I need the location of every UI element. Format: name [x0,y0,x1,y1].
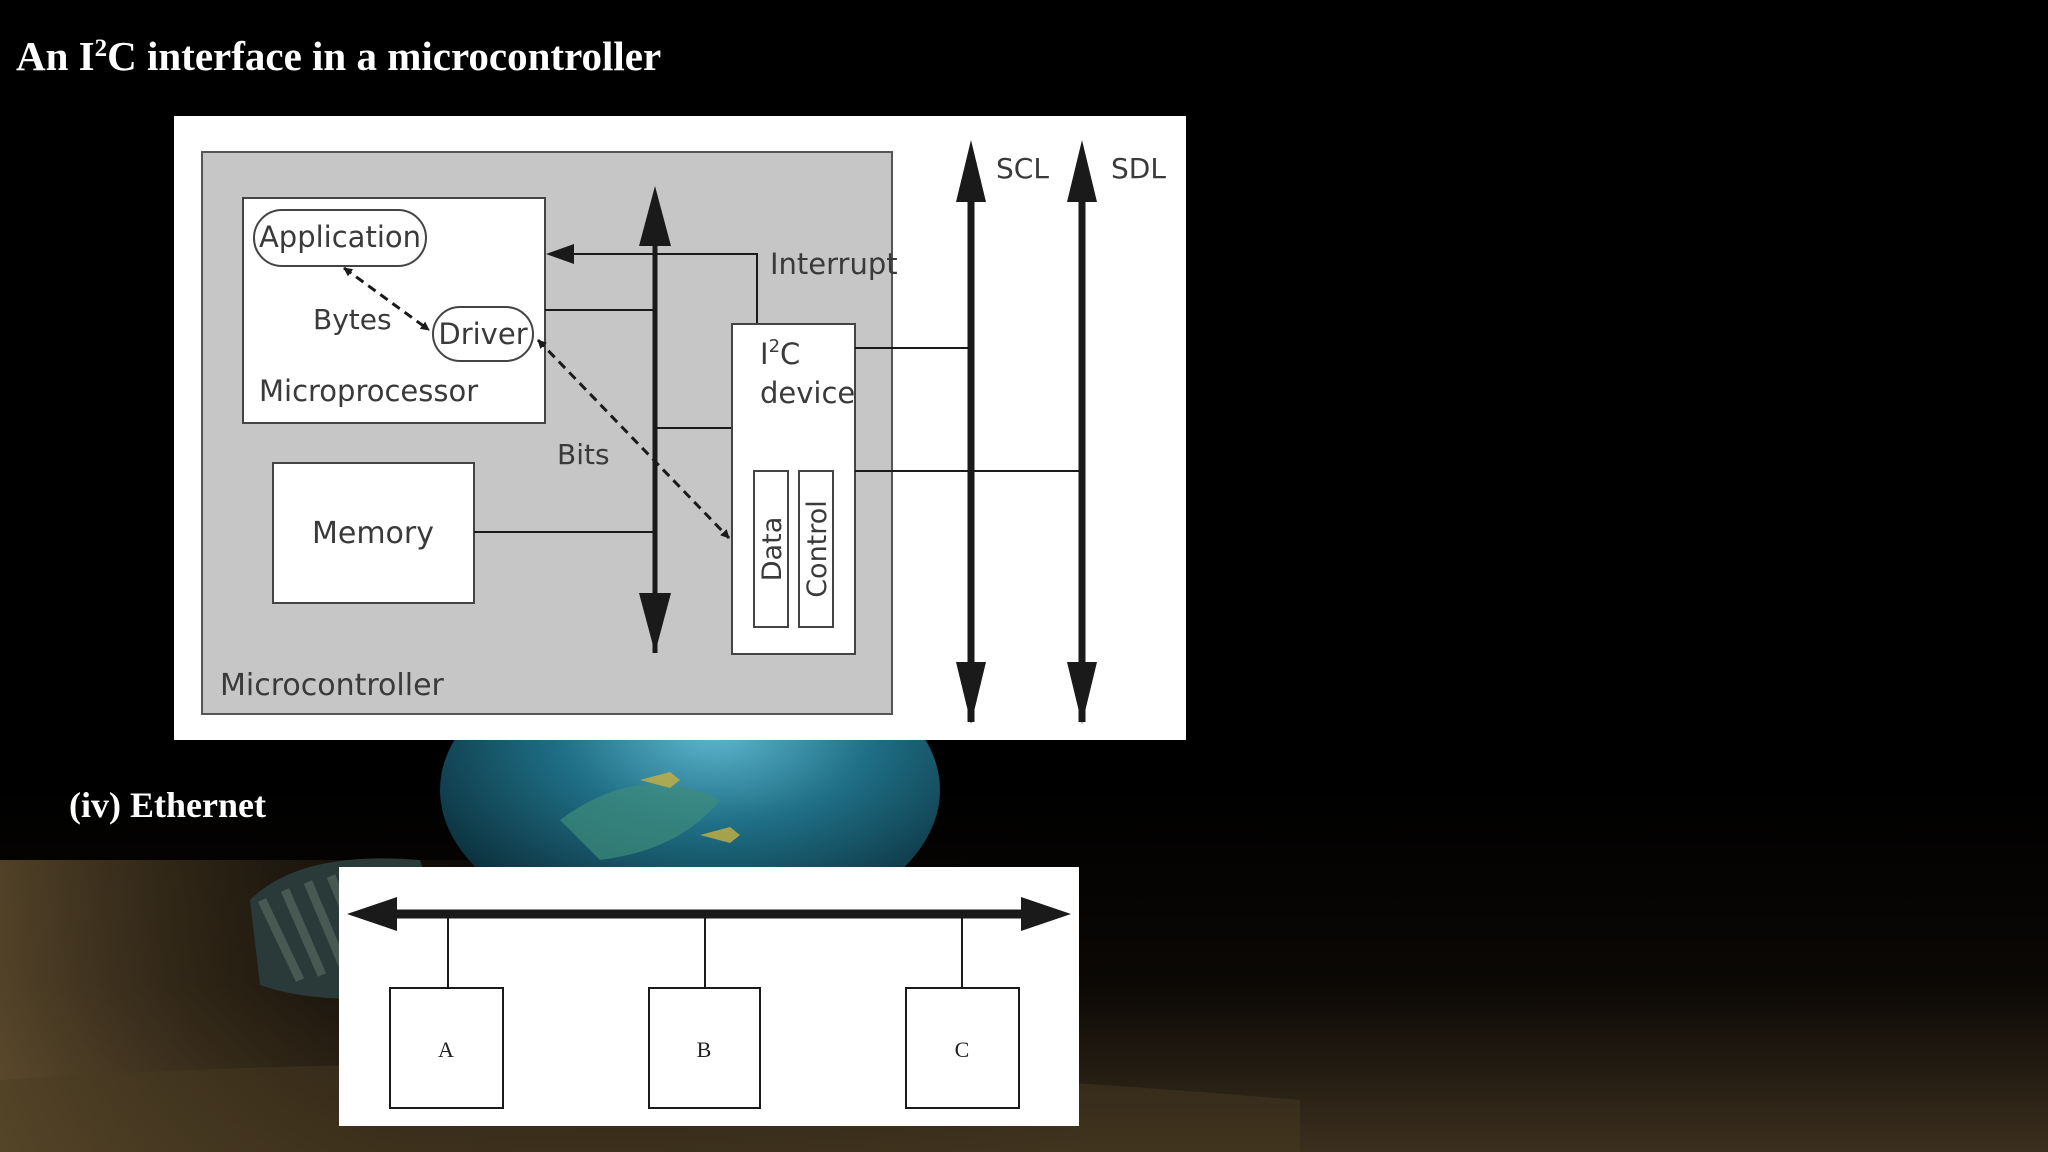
data-register-label: Data [757,517,788,581]
i2c-device-label: I2C [760,336,800,371]
driver-label: Driver [438,317,527,351]
memory-label: Memory [312,516,434,551]
ethernet-diagram: A B C [339,867,1079,1126]
ethernet-bus-arrowhead-left [347,897,397,931]
internal-bus-arrowhead-bottom [639,593,671,653]
scl-arrowhead-bottom [956,662,986,724]
ethernet-bus-arrowhead-right [1021,897,1071,931]
i2c-device-label-rest: C [780,337,800,371]
sdl-arrowhead-top [1067,140,1097,202]
i2c-diagram: Microcontroller Microprocessor Applicati… [174,116,1186,740]
i2c-device-box [731,323,856,655]
data-register-box [753,470,789,628]
internal-bus-arrowhead-top [639,186,671,246]
microcontroller-label: Microcontroller [220,668,445,703]
bits-label: Bits [557,438,610,471]
i2c-device-label-superscript: 2 [769,336,780,357]
slide-title-main: An I [16,33,95,79]
sdl-arrowhead-bottom [1067,662,1097,724]
memory-box [272,462,475,604]
scl-arrowhead-top [956,140,986,202]
i2c-device-label-main: I [760,337,769,371]
node-a-box [389,987,504,1109]
interrupt-line [574,253,758,324]
microprocessor-label: Microprocessor [259,374,478,408]
control-register-label: Control [802,500,833,598]
node-b-box [648,987,761,1109]
driver-node [432,306,534,362]
slide-title: An I2C interface in a microcontroller [16,32,661,81]
control-register-box [798,470,834,628]
sdl-label: SDL [1111,152,1166,185]
interrupt-arrowhead [546,244,574,264]
node-b-label: B [697,1037,712,1062]
application-label: Application [259,220,421,254]
node-c-label: C [955,1037,970,1062]
section-title: (iv) Ethernet [69,785,266,825]
slide-title-rest: C interface in a microcontroller [107,33,662,79]
interrupt-label: Interrupt [770,247,898,281]
slide-title-superscript: 2 [94,35,108,62]
bytes-label: Bytes [313,303,392,336]
node-a-label: A [438,1037,454,1062]
application-node [253,209,427,267]
bytes-arrow [343,266,430,332]
bits-arrow [536,338,731,540]
i2c-device-label-line2: device [760,376,855,410]
scl-label: SCL [996,152,1049,185]
node-c-box [905,987,1020,1109]
